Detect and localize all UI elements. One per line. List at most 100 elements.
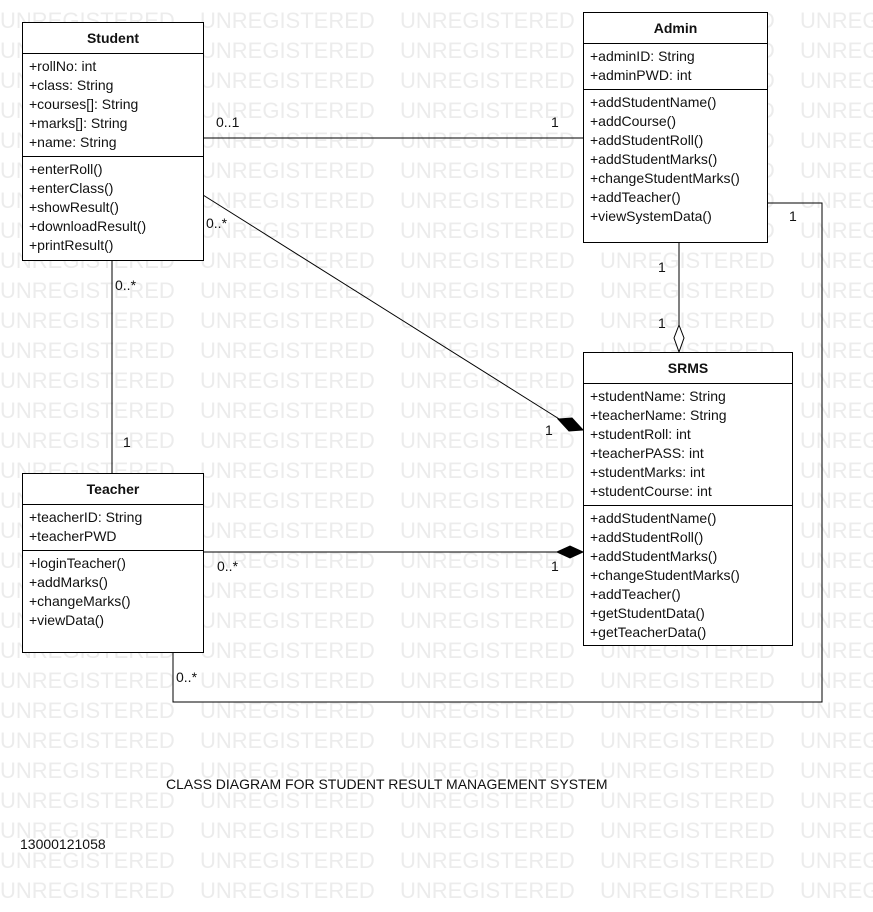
watermark-text: UNREGISTERED [0,308,175,333]
watermark-text: UNREGISTERED [200,518,375,543]
watermark-text: UNREGISTERED [800,8,873,33]
watermark-text: UNREGISTERED [400,8,575,33]
watermark-text: UNREGISTERED [400,338,575,363]
srms-class-box: SRMS +studentName: String +teacherName: … [583,352,793,646]
admin-attribute: +adminPWD: int [590,67,692,83]
watermark-text: UNREGISTERED [400,368,575,393]
srms-method: +addStudentRoll() [590,529,704,545]
watermark-text: UNREGISTERED [200,158,375,183]
teacher-srms-composition-diamond [555,545,585,559]
watermark-text: UNREGISTERED [600,308,775,333]
watermark-text: UNREGISTERED [200,428,375,453]
admin-class-box: Admin +adminID: String +adminPWD: int +a… [583,12,768,243]
roll-number-label: 13000121058 [20,836,106,852]
watermark-text: UNREGISTERED [600,818,775,843]
watermark-text: UNREGISTERED [800,338,873,363]
watermark-text: UNREGISTERED [600,278,775,303]
admin-method: +addStudentName() [590,94,717,110]
watermark-text: UNREGISTERED [800,98,873,123]
student-attribute: +marks[]: String [29,115,128,131]
admin-teacher-association [172,202,823,703]
watermark-text: UNREGISTERED [800,728,873,753]
student-class-box: Student +rollNo: int +class: String +cou… [22,22,204,261]
watermark-text: UNREGISTERED [800,308,873,333]
watermark-text: UNREGISTERED [200,668,375,693]
student-method: +enterClass() [29,180,114,196]
watermark-text: UNREGISTERED [200,128,375,153]
admin-methods: +addStudentName() +addCourse() +addStude… [584,90,767,230]
watermark-text: UNREGISTERED [200,758,375,783]
srms-attribute: +teacherName: String [590,407,727,423]
teacher-method: +viewData() [29,612,105,628]
multiplicity-label: 1 [658,315,666,331]
srms-attribute: +studentRoll: int [590,426,691,442]
watermark-text: UNREGISTERED [400,458,575,483]
student-attribute: +courses[]: String [29,96,139,112]
watermark-text: UNREGISTERED [400,68,575,93]
watermark-text: UNREGISTERED [400,668,575,693]
watermark-text: UNREGISTERED [200,878,375,903]
teacher-class-name: Teacher [23,474,203,505]
watermark-text: UNREGISTERED [800,368,873,393]
watermark-text: UNREGISTERED [800,638,873,663]
teacher-attribute: +teacherPWD [29,528,117,544]
watermark-text: UNREGISTERED [400,728,575,753]
student-method: +enterRoll() [29,161,103,177]
watermark-text: UNREGISTERED [0,758,175,783]
student-srms-composition-diamond [556,417,585,432]
multiplicity-label: 1 [123,434,131,450]
watermark-text: UNREGISTERED [400,308,575,333]
watermark-text: UNREGISTERED [800,128,873,153]
watermark-text: UNREGISTERED [200,728,375,753]
watermark-text: UNREGISTERED [200,608,375,633]
watermark-text: UNREGISTERED [800,68,873,93]
admin-method: +changeStudentMarks() [590,170,740,186]
srms-method: +changeStudentMarks() [590,567,740,583]
watermark-text: UNREGISTERED [400,428,575,453]
watermark-text: UNREGISTERED [200,188,375,213]
srms-method: +getTeacherData() [590,624,707,640]
student-attribute: +rollNo: int [29,58,97,74]
watermark-text: UNREGISTERED [0,728,175,753]
watermark-text: UNREGISTERED [200,68,375,93]
watermark-text: UNREGISTERED [200,308,375,333]
watermark-text: UNREGISTERED [200,488,375,513]
srms-attribute: +studentName: String [590,388,726,404]
srms-methods: +addStudentName() +addStudentRoll() +add… [584,506,792,646]
admin-method: +addStudentRoll() [590,132,704,148]
watermark-text: UNREGISTERED [800,578,873,603]
student-attribute: +class: String [29,77,114,93]
watermark-text: UNREGISTERED [800,38,873,63]
watermark-text: UNREGISTERED [0,668,175,693]
watermark-text: UNREGISTERED [800,428,873,453]
teacher-attribute: +teacherID: String [29,509,143,525]
watermark-text: UNREGISTERED [800,668,873,693]
watermark-text: UNREGISTERED [800,608,873,633]
watermark-text: UNREGISTERED [600,248,775,273]
multiplicity-label: 0..* [115,277,137,293]
teacher-methods: +loginTeacher() +addMarks() +changeMarks… [23,551,203,634]
watermark-text: UNREGISTERED [800,758,873,783]
student-attribute: +name: String [29,134,117,150]
watermark-text: UNREGISTERED [0,398,175,423]
watermark-text: UNREGISTERED [400,278,575,303]
watermark-text: UNREGISTERED [400,488,575,513]
multiplicity-label: 1 [551,558,559,574]
multiplicity-label: 1 [658,259,666,275]
watermark-text: UNREGISTERED [400,818,575,843]
watermark-text: UNREGISTERED [800,398,873,423]
diagram-caption: CLASS DIAGRAM FOR STUDENT RESULT MANAGEM… [166,776,608,792]
watermark-text: UNREGISTERED [400,38,575,63]
watermark-text: UNREGISTERED [200,8,375,33]
admin-method: +addTeacher() [590,189,681,205]
multiplicity-label: 0..* [176,669,198,685]
watermark-text: UNREGISTERED [800,848,873,873]
watermark-text: UNREGISTERED [400,248,575,273]
srms-attributes: +studentName: String +teacherName: Strin… [584,384,792,506]
srms-method: +addStudentName() [590,510,717,526]
watermark-text: UNREGISTERED [400,758,575,783]
watermark-text: UNREGISTERED [800,788,873,813]
watermark-text: UNREGISTERED [0,338,175,363]
watermark-text: UNREGISTERED [400,518,575,543]
